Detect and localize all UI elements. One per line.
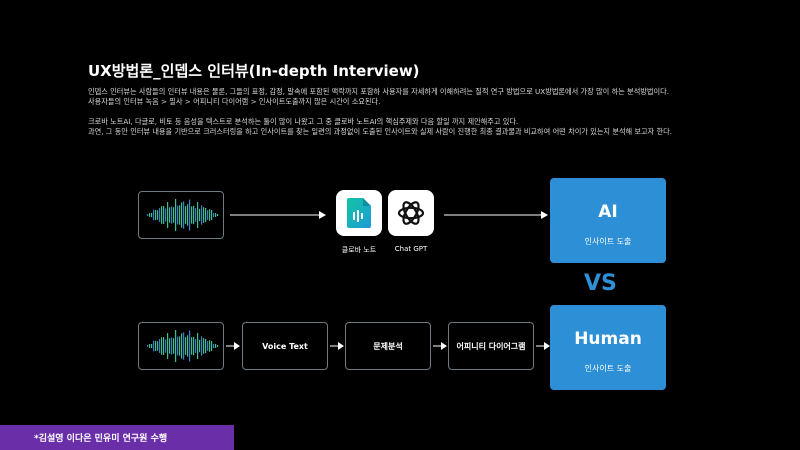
ai-result-subtitle: 인사이트 도출 (584, 237, 632, 246)
audio-waveform-box-ai (138, 191, 224, 239)
clova-note-icon (347, 198, 371, 228)
step-problem-analysis: 문제분석 (345, 322, 431, 370)
ai-result-title: AI (598, 202, 618, 222)
arrow-to-affinity-diagram (433, 342, 447, 350)
audio-waveform-box-human (138, 322, 224, 370)
audio-waveform-icon (147, 198, 219, 232)
human-result-title: Human (574, 329, 642, 349)
clova-note-label: 클로바 노트 (341, 246, 377, 254)
human-result-box: Human 인사이트 도출 (550, 305, 666, 390)
ai-result-box: AI 인사이트 도출 (550, 178, 666, 263)
human-result-subtitle: 인사이트 도출 (584, 364, 632, 373)
description-line-1: 인뎁스 인터뷰는 사람들의 인터뷰 내용은 물론, 그들의 표정, 감정, 말속… (88, 87, 670, 96)
description-line-4: 과연, 그 동안 인터뷰 내용을 기반으로 크러스터링을 하고 인사이트를 찾는… (88, 127, 673, 136)
page-title: UX방법론_인뎁스 인터뷰(In-depth Interview) (88, 62, 420, 80)
step-affinity-diagram: 어피니티 다이어그램 (448, 322, 534, 370)
arrow-to-problem-analysis (330, 342, 344, 350)
credit-banner: *김설영 이다은 민유미 연구원 수행 (0, 425, 234, 450)
chatgpt-icon (397, 201, 425, 225)
chatgpt-app-tile (388, 190, 434, 236)
step-voice-text: Voice Text (242, 322, 328, 370)
vs-label: VS (584, 271, 617, 296)
arrow-to-ai-result (444, 211, 548, 219)
chatgpt-label: Chat GPT (394, 245, 428, 253)
audio-waveform-icon (147, 329, 219, 363)
arrow-to-tools (230, 211, 326, 219)
arrow-to-voice-text (226, 342, 240, 350)
description-line-3: 크로바 노트AI, 다글로, 비토 등 음성을 텍스트로 분석하는 툴이 많이 … (88, 117, 519, 126)
arrow-to-human-result (536, 342, 550, 350)
description-line-2: 사용자들의 인터뷰 녹음 > 필사 > 어피니티 다이어램 > 인사이트도출까지… (88, 97, 381, 106)
clova-note-app-tile (336, 190, 382, 236)
